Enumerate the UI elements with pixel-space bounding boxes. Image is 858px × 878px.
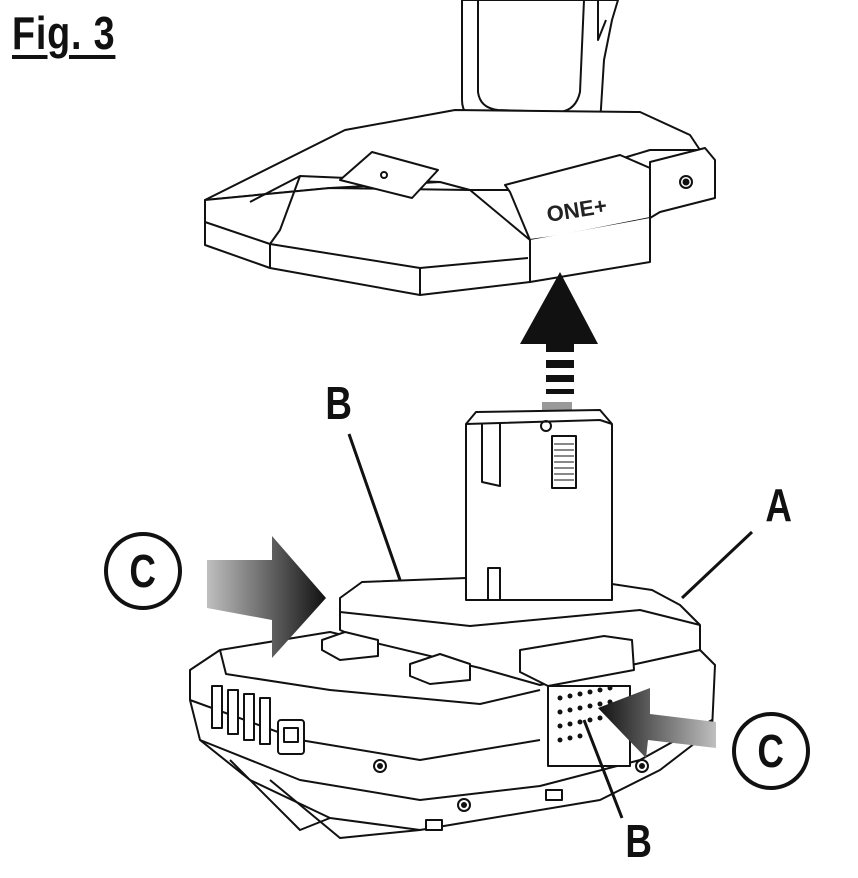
- leader-line-b-top: [347, 433, 402, 581]
- battery-base: [189, 577, 716, 839]
- callout-c-right: C: [732, 712, 810, 790]
- leader-line-a: [680, 530, 754, 600]
- terminal-contacts: [557, 685, 613, 743]
- up-arrow: [520, 272, 598, 416]
- callout-c-left: C: [104, 532, 182, 610]
- leader-line-b-bottom: [582, 719, 624, 819]
- tool-body: [204, 0, 716, 296]
- press-arrow-right: [598, 688, 716, 758]
- battery-stem: [465, 409, 613, 605]
- press-arrow-left: [207, 536, 326, 658]
- leader-lines: [347, 433, 754, 819]
- callout-b-top: B: [325, 377, 352, 429]
- figure-title: Fig. 3: [12, 7, 116, 59]
- callout-b-bottom: B: [625, 815, 652, 867]
- callout-a: A: [765, 479, 792, 531]
